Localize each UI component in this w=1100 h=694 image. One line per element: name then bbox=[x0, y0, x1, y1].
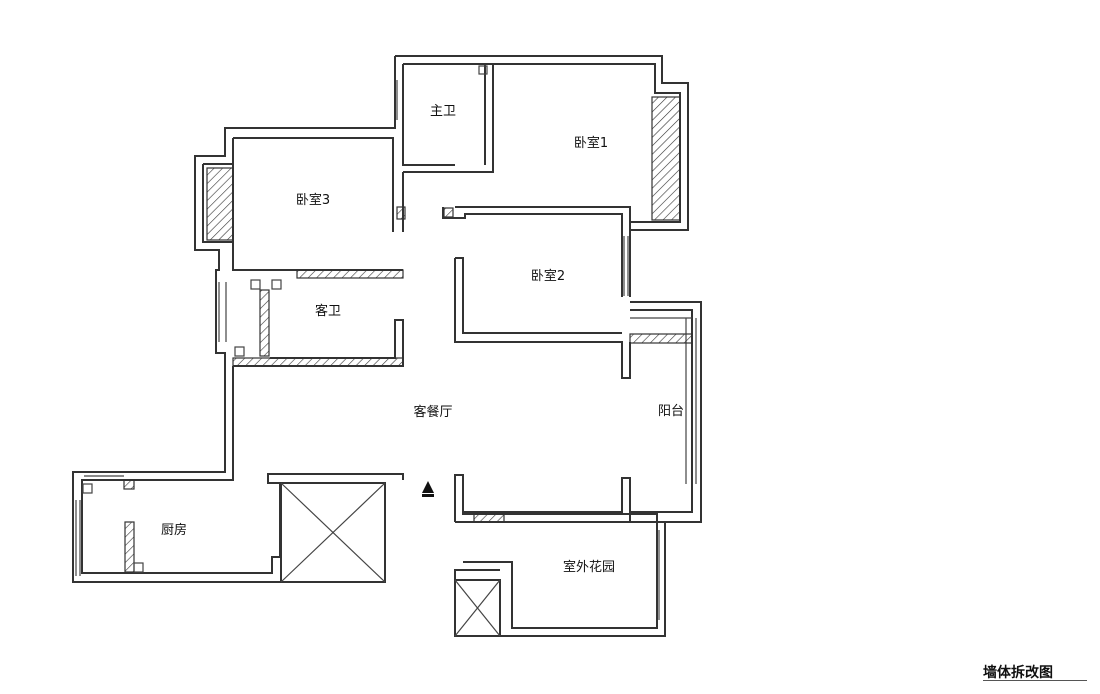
room-label-kitchen: 厨房 bbox=[161, 522, 187, 538]
garden-walls bbox=[454, 512, 666, 637]
plan-caption: 墙体拆改图 bbox=[983, 665, 1053, 681]
shaft bbox=[280, 482, 386, 583]
balcony-walls bbox=[454, 301, 702, 523]
room-label-guest-bath: 客卫 bbox=[315, 303, 341, 319]
room-label-master-bath: 主卫 bbox=[430, 104, 456, 119]
room-label-bedroom1: 卧室1 bbox=[574, 135, 608, 151]
guest-bath-walls bbox=[218, 269, 404, 367]
caption-underline bbox=[983, 680, 1087, 681]
kitchen-walls bbox=[75, 366, 404, 576]
room-label-bedroom3: 卧室3 bbox=[296, 192, 330, 208]
window-hatches bbox=[206, 65, 681, 296]
room-label-garden: 室外花园 bbox=[563, 559, 615, 575]
bedroom2-walls bbox=[454, 257, 631, 379]
room-label-bedroom2: 卧室2 bbox=[531, 268, 565, 284]
room-label-balcony: 阳台 bbox=[658, 404, 684, 419]
entrance-marker bbox=[422, 481, 434, 497]
room-label-living-dining: 客餐厅 bbox=[413, 404, 452, 420]
bedroom1-walls bbox=[403, 64, 631, 297]
exterior-walls bbox=[72, 55, 689, 583]
